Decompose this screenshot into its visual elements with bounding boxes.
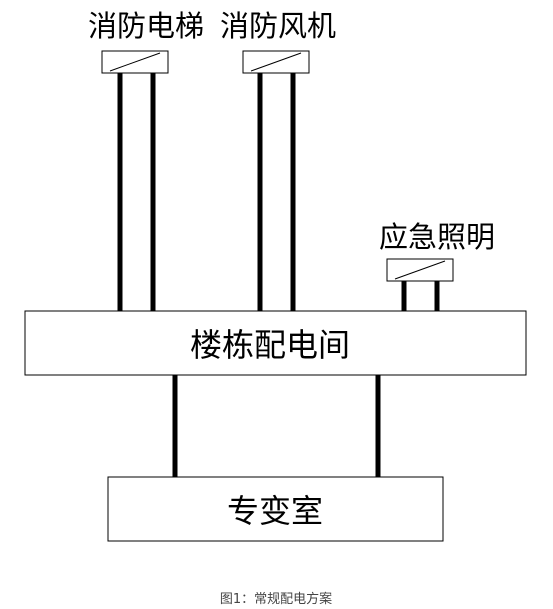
emergency-lighting-label: 应急照明 — [379, 220, 495, 254]
building-distribution-room-label: 楼栋配电间 — [190, 326, 350, 364]
substation-label: 专变室 — [227, 492, 323, 530]
fire-fan-breaker-icon — [242, 50, 310, 74]
emergency-lighting-feeder — [401, 281, 440, 311]
emergency-lighting-breaker-icon — [386, 258, 454, 282]
fire-elevator-label: 消防电梯 — [88, 9, 204, 43]
substation-feeder — [172, 375, 381, 477]
substation-box — [107, 476, 444, 542]
figure-caption: 图1：常规配电方案 — [220, 591, 332, 607]
fire-fan-feeder — [257, 73, 296, 311]
fire-elevator-feeder — [117, 73, 156, 311]
fire-fan-label: 消防风机 — [220, 9, 336, 43]
building-distribution-room-box — [24, 310, 527, 376]
fire-elevator-breaker-icon — [101, 50, 169, 74]
